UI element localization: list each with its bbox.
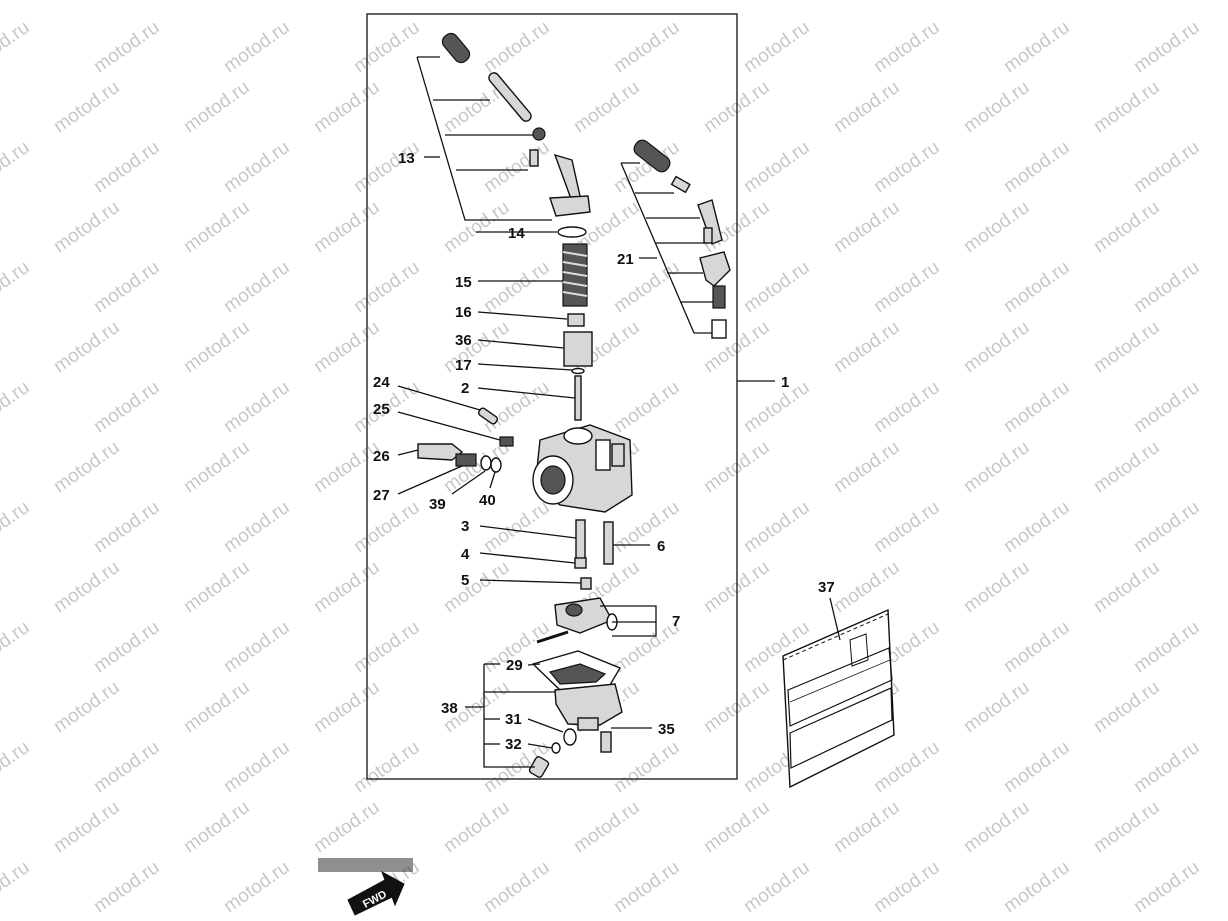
- carburetor-body: [532, 424, 633, 513]
- drain-screw-32: [528, 756, 550, 778]
- assembly-frame: [366, 13, 738, 780]
- callout-29: 29: [506, 657, 523, 674]
- part-group-21: [633, 139, 731, 339]
- callout-36: 36: [455, 332, 472, 349]
- screw-35: [600, 731, 612, 753]
- screw-24: [477, 407, 499, 425]
- pilot-screw-26: [417, 443, 464, 461]
- callout-2: 2: [461, 380, 469, 397]
- callout-15: 15: [455, 274, 472, 291]
- callout-32: 32: [505, 736, 522, 753]
- callout-16: 16: [455, 304, 472, 321]
- callout-17: 17: [455, 357, 472, 374]
- washer-40: [490, 457, 502, 473]
- callout-31: 31: [505, 711, 522, 728]
- callout-24: 24: [373, 374, 390, 391]
- callout-27: 27: [373, 487, 390, 504]
- cable-bracket: [549, 195, 591, 217]
- gasket-kit-37: [782, 608, 895, 789]
- throttle-valve-36: [563, 331, 593, 367]
- callout-25: 25: [373, 401, 390, 418]
- part-5: [580, 577, 592, 590]
- clip-17: [571, 367, 585, 375]
- jet-needle-2: [574, 375, 582, 421]
- callout-14: 14: [508, 225, 525, 242]
- callout-13: 13: [398, 150, 415, 167]
- smudged-label: [318, 858, 413, 872]
- spring-25: [499, 436, 514, 447]
- callout-3: 3: [461, 518, 469, 535]
- tube-6: [603, 521, 614, 565]
- cable-nut: [532, 127, 546, 141]
- float-set-7: [536, 597, 618, 644]
- callout-5: 5: [461, 572, 469, 589]
- callout-39: 39: [429, 496, 446, 513]
- front-direction-arrow: FWD: [347, 870, 405, 916]
- callout-35: 35: [658, 721, 675, 738]
- callout-4: 4: [461, 546, 470, 563]
- callout-6: 6: [657, 538, 665, 555]
- float-bowl-38: [531, 650, 623, 731]
- callout-26: 26: [373, 448, 390, 465]
- callout-21: 21: [617, 251, 634, 268]
- callout-7: 7: [672, 613, 680, 630]
- cable-screw: [529, 149, 539, 167]
- o-ring-31: [563, 728, 577, 746]
- part-group-13: [441, 32, 591, 217]
- callout-37: 37: [818, 579, 835, 596]
- callout-1: 1: [781, 374, 789, 391]
- cable-end-cap: [441, 32, 471, 64]
- retainer-16: [567, 313, 585, 327]
- washer-39: [480, 455, 492, 471]
- callout-40: 40: [479, 492, 496, 509]
- main-jet-4: [574, 557, 587, 569]
- o-ring-14: [557, 226, 587, 238]
- callout-38: 38: [441, 700, 458, 717]
- spring-15: [562, 243, 588, 307]
- cable-sleeve: [488, 72, 532, 122]
- spring-27: [455, 453, 477, 467]
